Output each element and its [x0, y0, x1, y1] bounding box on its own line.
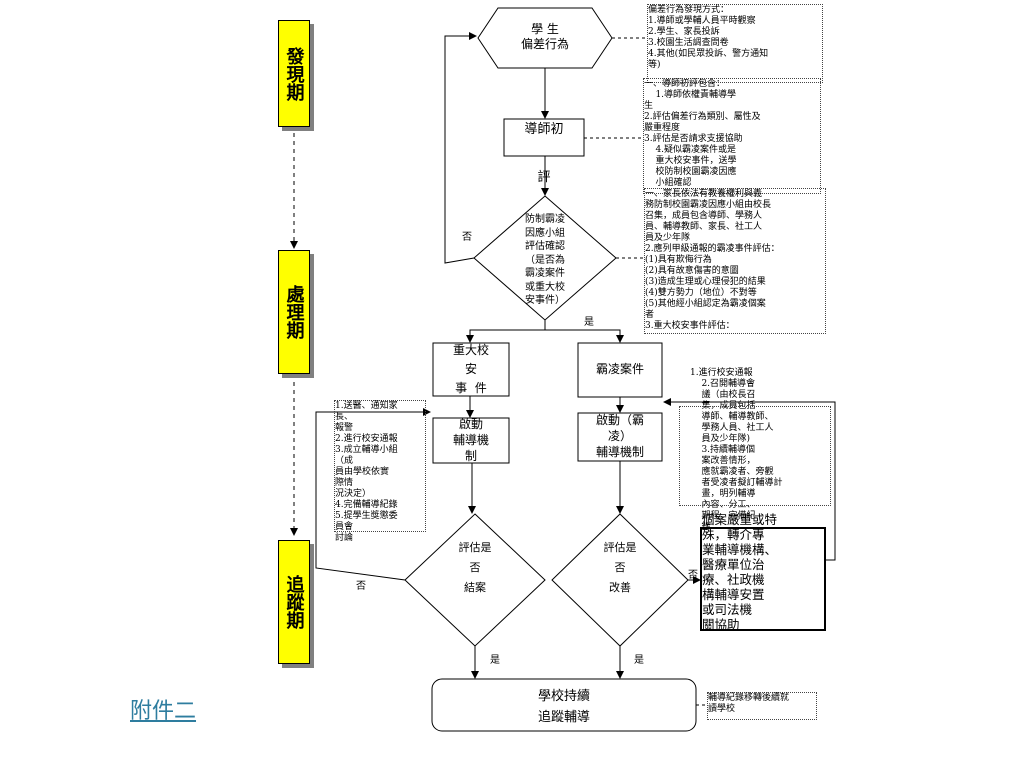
improve-no-label: 否 [688, 570, 698, 581]
mech-bully-node: 啟動（霸 凌） 輔導機制 [595, 413, 644, 459]
close-node: 評估是 否 結案 [458, 541, 492, 594]
attachment-link[interactable]: 附件二 [130, 699, 197, 724]
phase-track: 追蹤期 [278, 540, 310, 664]
note-group-confirm: 一、家長依法有教養權利與義 務防制校園霸凌因應小組由校長 召集，成員包含導師、學… [644, 188, 826, 334]
mech-bully-shape [577, 412, 663, 462]
note-transfer: 輔導紀錄移轉後續就 讀學校 [707, 692, 817, 720]
confirm-node: 防制霸凌 因應小組 評估確認 （是否為 霸凌案件 或重大校 安事件） [525, 214, 565, 306]
note-bully-steps-frame [679, 406, 831, 506]
close-yes-label: 是 [490, 655, 500, 666]
bully-node: 霸凌案件 [595, 362, 644, 376]
improve-node: 評估是 否 改善 [603, 541, 637, 594]
improve-yes-label: 是 [634, 655, 644, 666]
bully-node-shape [577, 342, 663, 398]
confirm-yes-label: 是 [584, 317, 594, 328]
continue-node: 學校持續 追蹤輔導 [537, 689, 590, 725]
major-node: 重大校 安 事 件 [452, 343, 489, 395]
note-major-steps: 1.送醫、通知家 長、 報警 2.進行校安通報 3.成立輔導小組 （成 員由學校… [334, 400, 426, 543]
major-node-shape [432, 342, 510, 397]
referral-node: 個案嚴重或特 殊，轉介專 業輔導機構、 醫療單位治 療、社政機 構輔導安置 或司… [702, 512, 778, 632]
referral-node-shape [700, 527, 826, 631]
tutor-node-shape [503, 118, 585, 157]
close-no-label: 否 [356, 581, 366, 592]
start-node-shape [477, 7, 613, 69]
note-discover: 偏差行為發現方式： 1.導師或學輔人員平時觀察 2.學生、家長投訴 3.校園生活… [647, 4, 823, 83]
confirm-no-label: 否 [462, 232, 472, 243]
note-tutor-eval: 一、導師初評包含： 1.導師依權責輔導學 生 2.評估偏差行為類別、屬性及 嚴重… [643, 78, 821, 194]
mech-major-shape [432, 417, 510, 464]
tutor-node: 導師初 評 [524, 122, 564, 185]
phase-discover: 發現期 [278, 20, 310, 127]
start-node: 學 生 偏差行為 [520, 22, 569, 51]
phase-handle: 處理期 [278, 250, 310, 374]
mech-major-node: 啟動 輔導機 制 [452, 417, 489, 463]
